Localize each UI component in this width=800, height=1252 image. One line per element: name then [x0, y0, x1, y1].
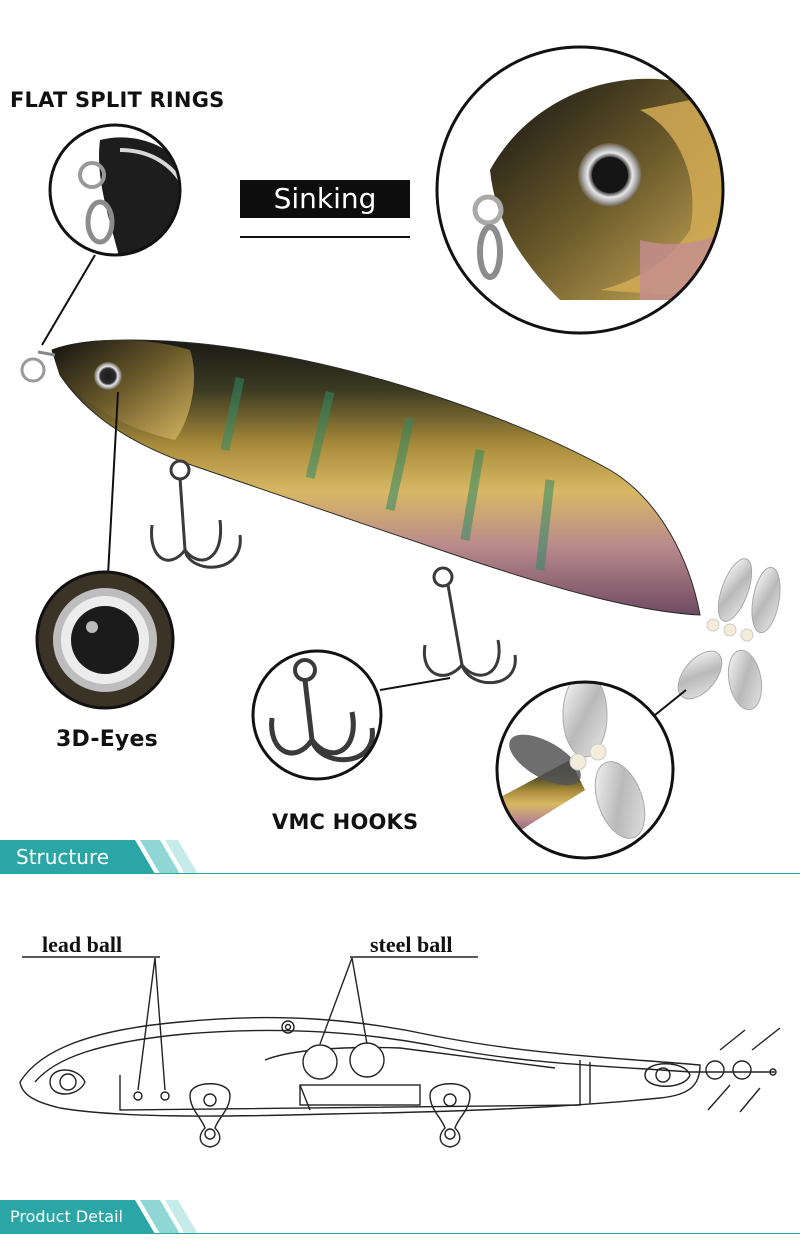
- head-closeup: [435, 45, 725, 335]
- hooks-label: VMC HOOKS: [272, 810, 419, 834]
- structure-section-header: Structure: [0, 840, 800, 874]
- sinking-badge: Sinking: [240, 180, 410, 218]
- product-detail-section-header: Product Detail: [0, 1200, 800, 1234]
- rear-hook: [422, 566, 517, 685]
- sinking-underline: [240, 236, 410, 238]
- eye-closeup: [35, 570, 175, 710]
- product-detail-title: Product Detail: [10, 1207, 123, 1226]
- hook-closeup: [251, 649, 383, 781]
- split-rings-closeup: [48, 123, 182, 257]
- tail-propeller: [677, 558, 781, 711]
- eyes-label: 3D-Eyes: [56, 727, 158, 752]
- structure-bar-shape: [0, 840, 800, 874]
- steel-ball-label: steel ball: [370, 932, 453, 957]
- product-detail-bar-shape: [0, 1200, 800, 1234]
- callout-lines: [41, 254, 687, 716]
- split-rings-label: FLAT SPLIT RINGS: [10, 88, 225, 112]
- front-hook: [150, 459, 242, 569]
- lure-body: [20, 339, 701, 616]
- propeller-closeup: [495, 680, 675, 860]
- structure-title: Structure: [16, 845, 110, 869]
- lead-ball-label: lead ball: [42, 932, 123, 957]
